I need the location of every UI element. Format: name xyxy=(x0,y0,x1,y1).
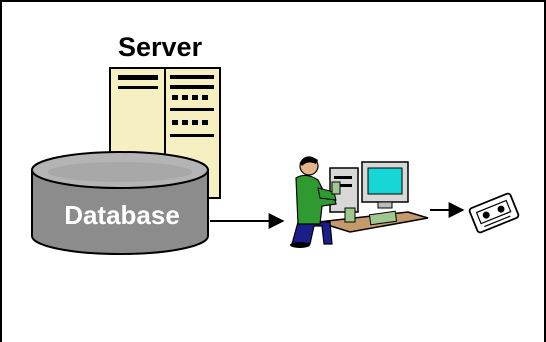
cassette-tape-icon xyxy=(468,192,520,234)
database-label: Database xyxy=(64,200,180,230)
server-label: Server xyxy=(118,32,203,62)
server-tower-icon xyxy=(109,67,221,199)
database-cylinder-icon xyxy=(31,151,209,255)
operator-at-computer-icon xyxy=(290,156,429,248)
